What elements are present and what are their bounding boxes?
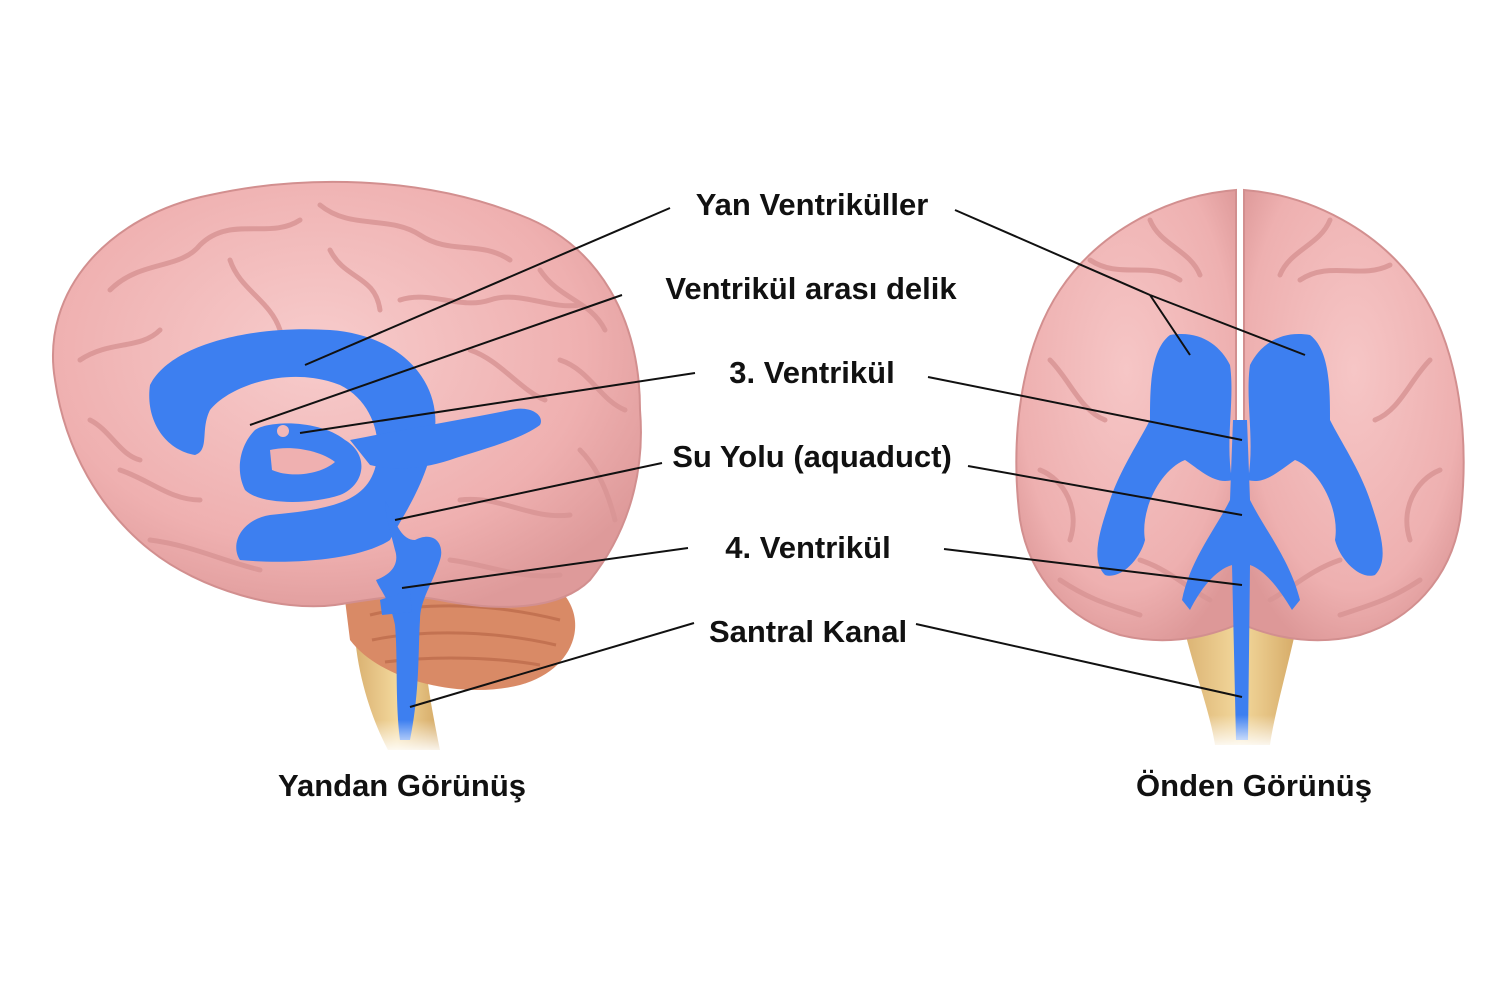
label-side-view: Yandan Görünüş [277, 768, 527, 803]
side-view-brain [52, 180, 642, 755]
front-view-brain [1015, 188, 1465, 750]
leader-lateral-front-c [1149, 294, 1306, 356]
leader-aqueduct-front [967, 465, 1243, 516]
leader-central-side [409, 622, 695, 708]
label-third-ventricle: 3. Ventrikül [729, 355, 895, 390]
leader-central-front [915, 623, 1243, 698]
label-interventricular-foramen: Ventrikül arası delik [665, 271, 957, 306]
label-fourth-ventricle: 4. Ventrikül [725, 530, 891, 565]
leader-lateral-side [304, 207, 671, 366]
leader-aqueduct-side [394, 462, 663, 521]
label-aqueduct: Su Yolu (aquaduct) [672, 439, 952, 474]
leader-fourth-side [401, 547, 689, 589]
leader-fourth-front [943, 548, 1243, 586]
side-ventricles [149, 329, 541, 740]
label-lateral-ventricles: Yan Ventriküller [695, 187, 929, 222]
label-central-canal: Santral Kanal [708, 614, 908, 649]
leader-lateral-front-a [954, 209, 1151, 296]
leader-third-front [927, 376, 1243, 441]
leader-third-side [299, 372, 696, 434]
leader-foramen [249, 294, 623, 426]
leader-lateral-front-b [1149, 294, 1191, 356]
leader-lines [249, 207, 1306, 708]
label-front-view: Önden Görünüş [1136, 768, 1372, 803]
front-ventricles [1097, 334, 1383, 740]
